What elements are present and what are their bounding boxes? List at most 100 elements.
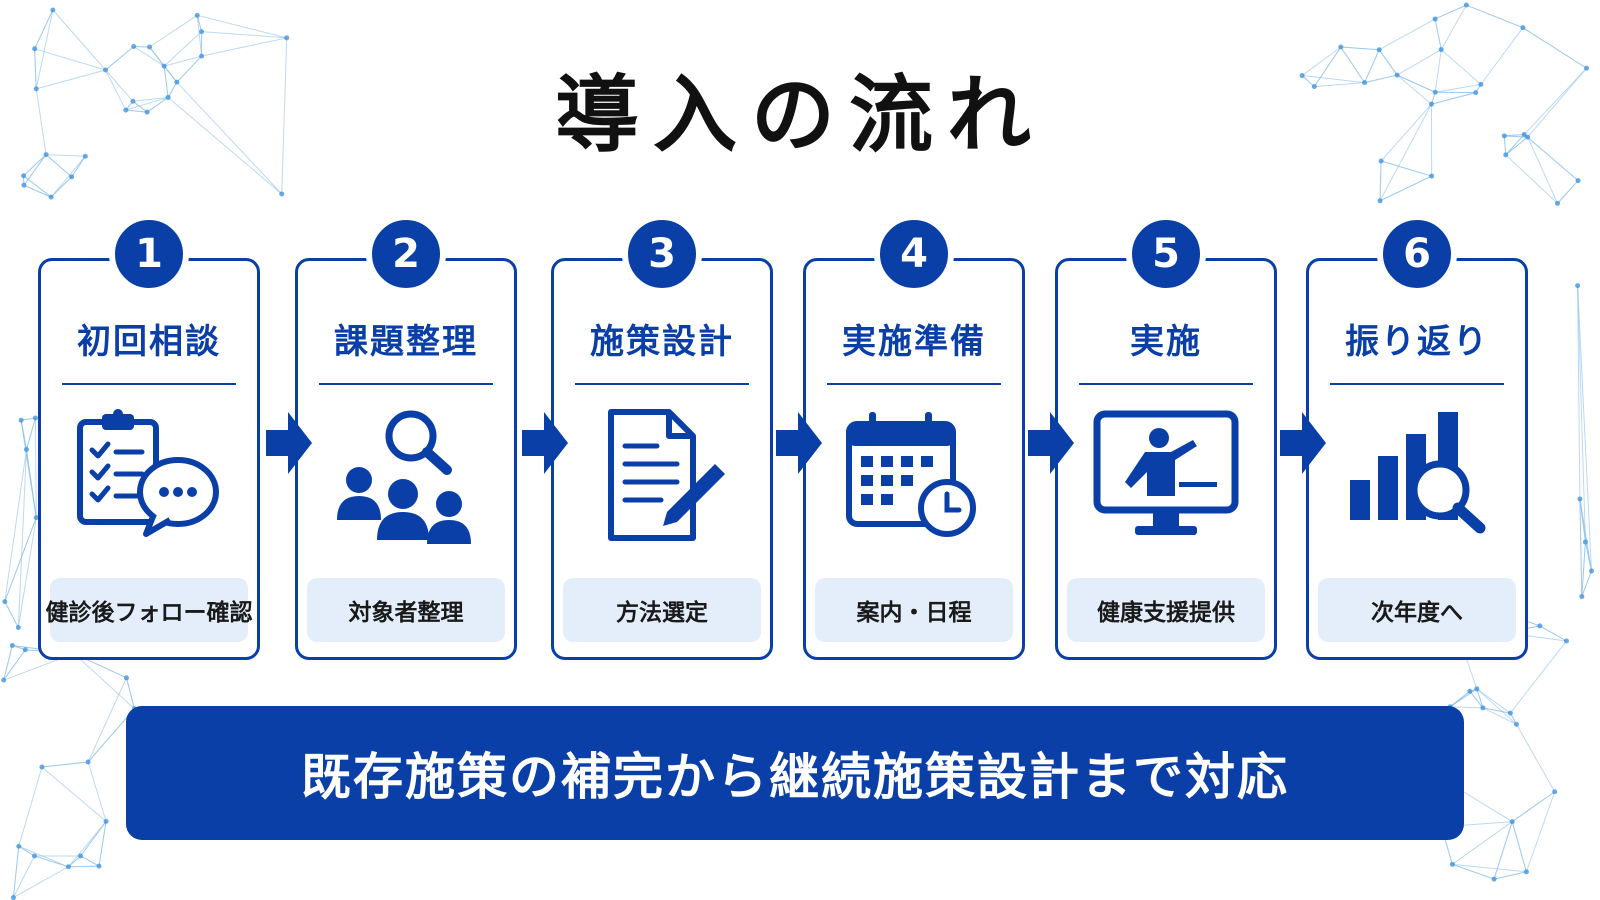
network-line: [1396, 74, 1436, 93]
step-card-2: 2 課題整理 対象者整理: [295, 214, 517, 660]
network-line: [1396, 49, 1442, 76]
network-node: [43, 152, 49, 158]
network-line: [163, 66, 169, 98]
network-line: [1379, 103, 1432, 202]
step-note: 健診後フォロー確認: [46, 578, 253, 642]
network-node: [284, 35, 290, 41]
step-number-badge: 1: [109, 214, 189, 294]
network-line: [105, 46, 135, 71]
network-line: [4, 517, 37, 602]
network-node: [1588, 568, 1594, 574]
network-node: [103, 818, 109, 824]
network-node: [1378, 158, 1384, 164]
network-line: [1525, 791, 1556, 872]
network-line: [201, 37, 287, 57]
network-node: [23, 447, 29, 453]
network-node: [144, 109, 150, 115]
step-card-1: 1 初回相談 健診後フォロー確認: [38, 214, 260, 660]
network-line: [125, 96, 169, 111]
network-node: [279, 191, 285, 197]
network-line: [133, 46, 165, 67]
flow-arrow-icon: [776, 412, 822, 474]
network-line: [50, 176, 72, 198]
network-line: [73, 653, 135, 710]
network-node: [1432, 16, 1438, 22]
network-node: [1503, 152, 1509, 158]
network-line: [4, 601, 19, 628]
network-line: [12, 855, 35, 898]
network-node: [1449, 861, 1455, 867]
network-line: [149, 46, 165, 67]
network-node: [174, 79, 180, 85]
network-line: [23, 154, 47, 186]
bar-chart-search-icon: [1350, 412, 1486, 534]
step-note: 次年度へ: [1318, 578, 1516, 642]
network-line: [34, 9, 54, 50]
network-line: [1577, 285, 1581, 499]
network-line: [1379, 175, 1432, 202]
network-node: [1480, 705, 1486, 711]
network-line: [1340, 46, 1380, 51]
network-line: [1504, 133, 1525, 137]
network-line: [1434, 49, 1442, 93]
network-line: [1482, 707, 1517, 725]
network-node: [39, 764, 45, 770]
network-line: [1527, 136, 1558, 204]
network-line: [1577, 285, 1586, 543]
network-line: [1511, 791, 1556, 823]
network-line: [1396, 74, 1432, 105]
step-number-badge: 5: [1126, 214, 1206, 294]
network-line: [1539, 625, 1567, 642]
network-line: [1505, 154, 1558, 204]
network-line: [167, 97, 283, 195]
network-node: [18, 417, 24, 423]
network-line: [17, 517, 37, 628]
step-number-badge: 3: [622, 214, 702, 294]
network-line: [1440, 49, 1482, 85]
network-line: [1379, 160, 1382, 201]
network-node: [16, 843, 22, 849]
checklist-chat-icon: [77, 409, 219, 537]
network-node: [2, 599, 8, 605]
network-line: [23, 184, 52, 198]
network-line: [146, 97, 169, 113]
network-node: [33, 515, 39, 521]
network-line: [1527, 67, 1587, 138]
network-node: [65, 864, 71, 870]
network-line: [1476, 688, 1484, 708]
network-line: [1452, 821, 1513, 865]
network-line: [1380, 103, 1432, 162]
network-node: [1338, 44, 1344, 50]
network-line: [35, 9, 54, 89]
step-note: 案内・日程: [815, 578, 1013, 642]
network-node: [48, 194, 54, 200]
network-line: [1523, 67, 1587, 135]
network-node: [1509, 819, 1515, 825]
network-line: [105, 69, 127, 111]
network-node: [1575, 178, 1581, 184]
network-line: [18, 845, 35, 857]
step-note: 対象者整理: [307, 578, 505, 642]
step-card-4: 4 実施準備 案内・日程: [803, 214, 1025, 660]
network-line: [1452, 863, 1495, 880]
network-line: [34, 48, 106, 71]
network-node: [50, 7, 56, 13]
network-line: [132, 96, 169, 102]
network-node: [22, 647, 28, 653]
network-line: [1557, 180, 1579, 204]
network-node: [32, 415, 38, 421]
network-line: [1584, 541, 1592, 572]
step-card-6: 6 振り返り 次年度へ: [1306, 214, 1528, 660]
network-node: [69, 174, 75, 180]
network-node: [31, 853, 37, 859]
network-node: [32, 46, 38, 52]
network-line: [1480, 27, 1524, 85]
network-line: [201, 31, 287, 39]
network-line: [1434, 18, 1442, 50]
network-node: [78, 853, 84, 859]
step-card-5: 5 実施 健康支援提供: [1055, 214, 1277, 660]
network-node: [1521, 131, 1527, 137]
network-node: [1478, 81, 1484, 87]
network-line: [1380, 160, 1432, 177]
